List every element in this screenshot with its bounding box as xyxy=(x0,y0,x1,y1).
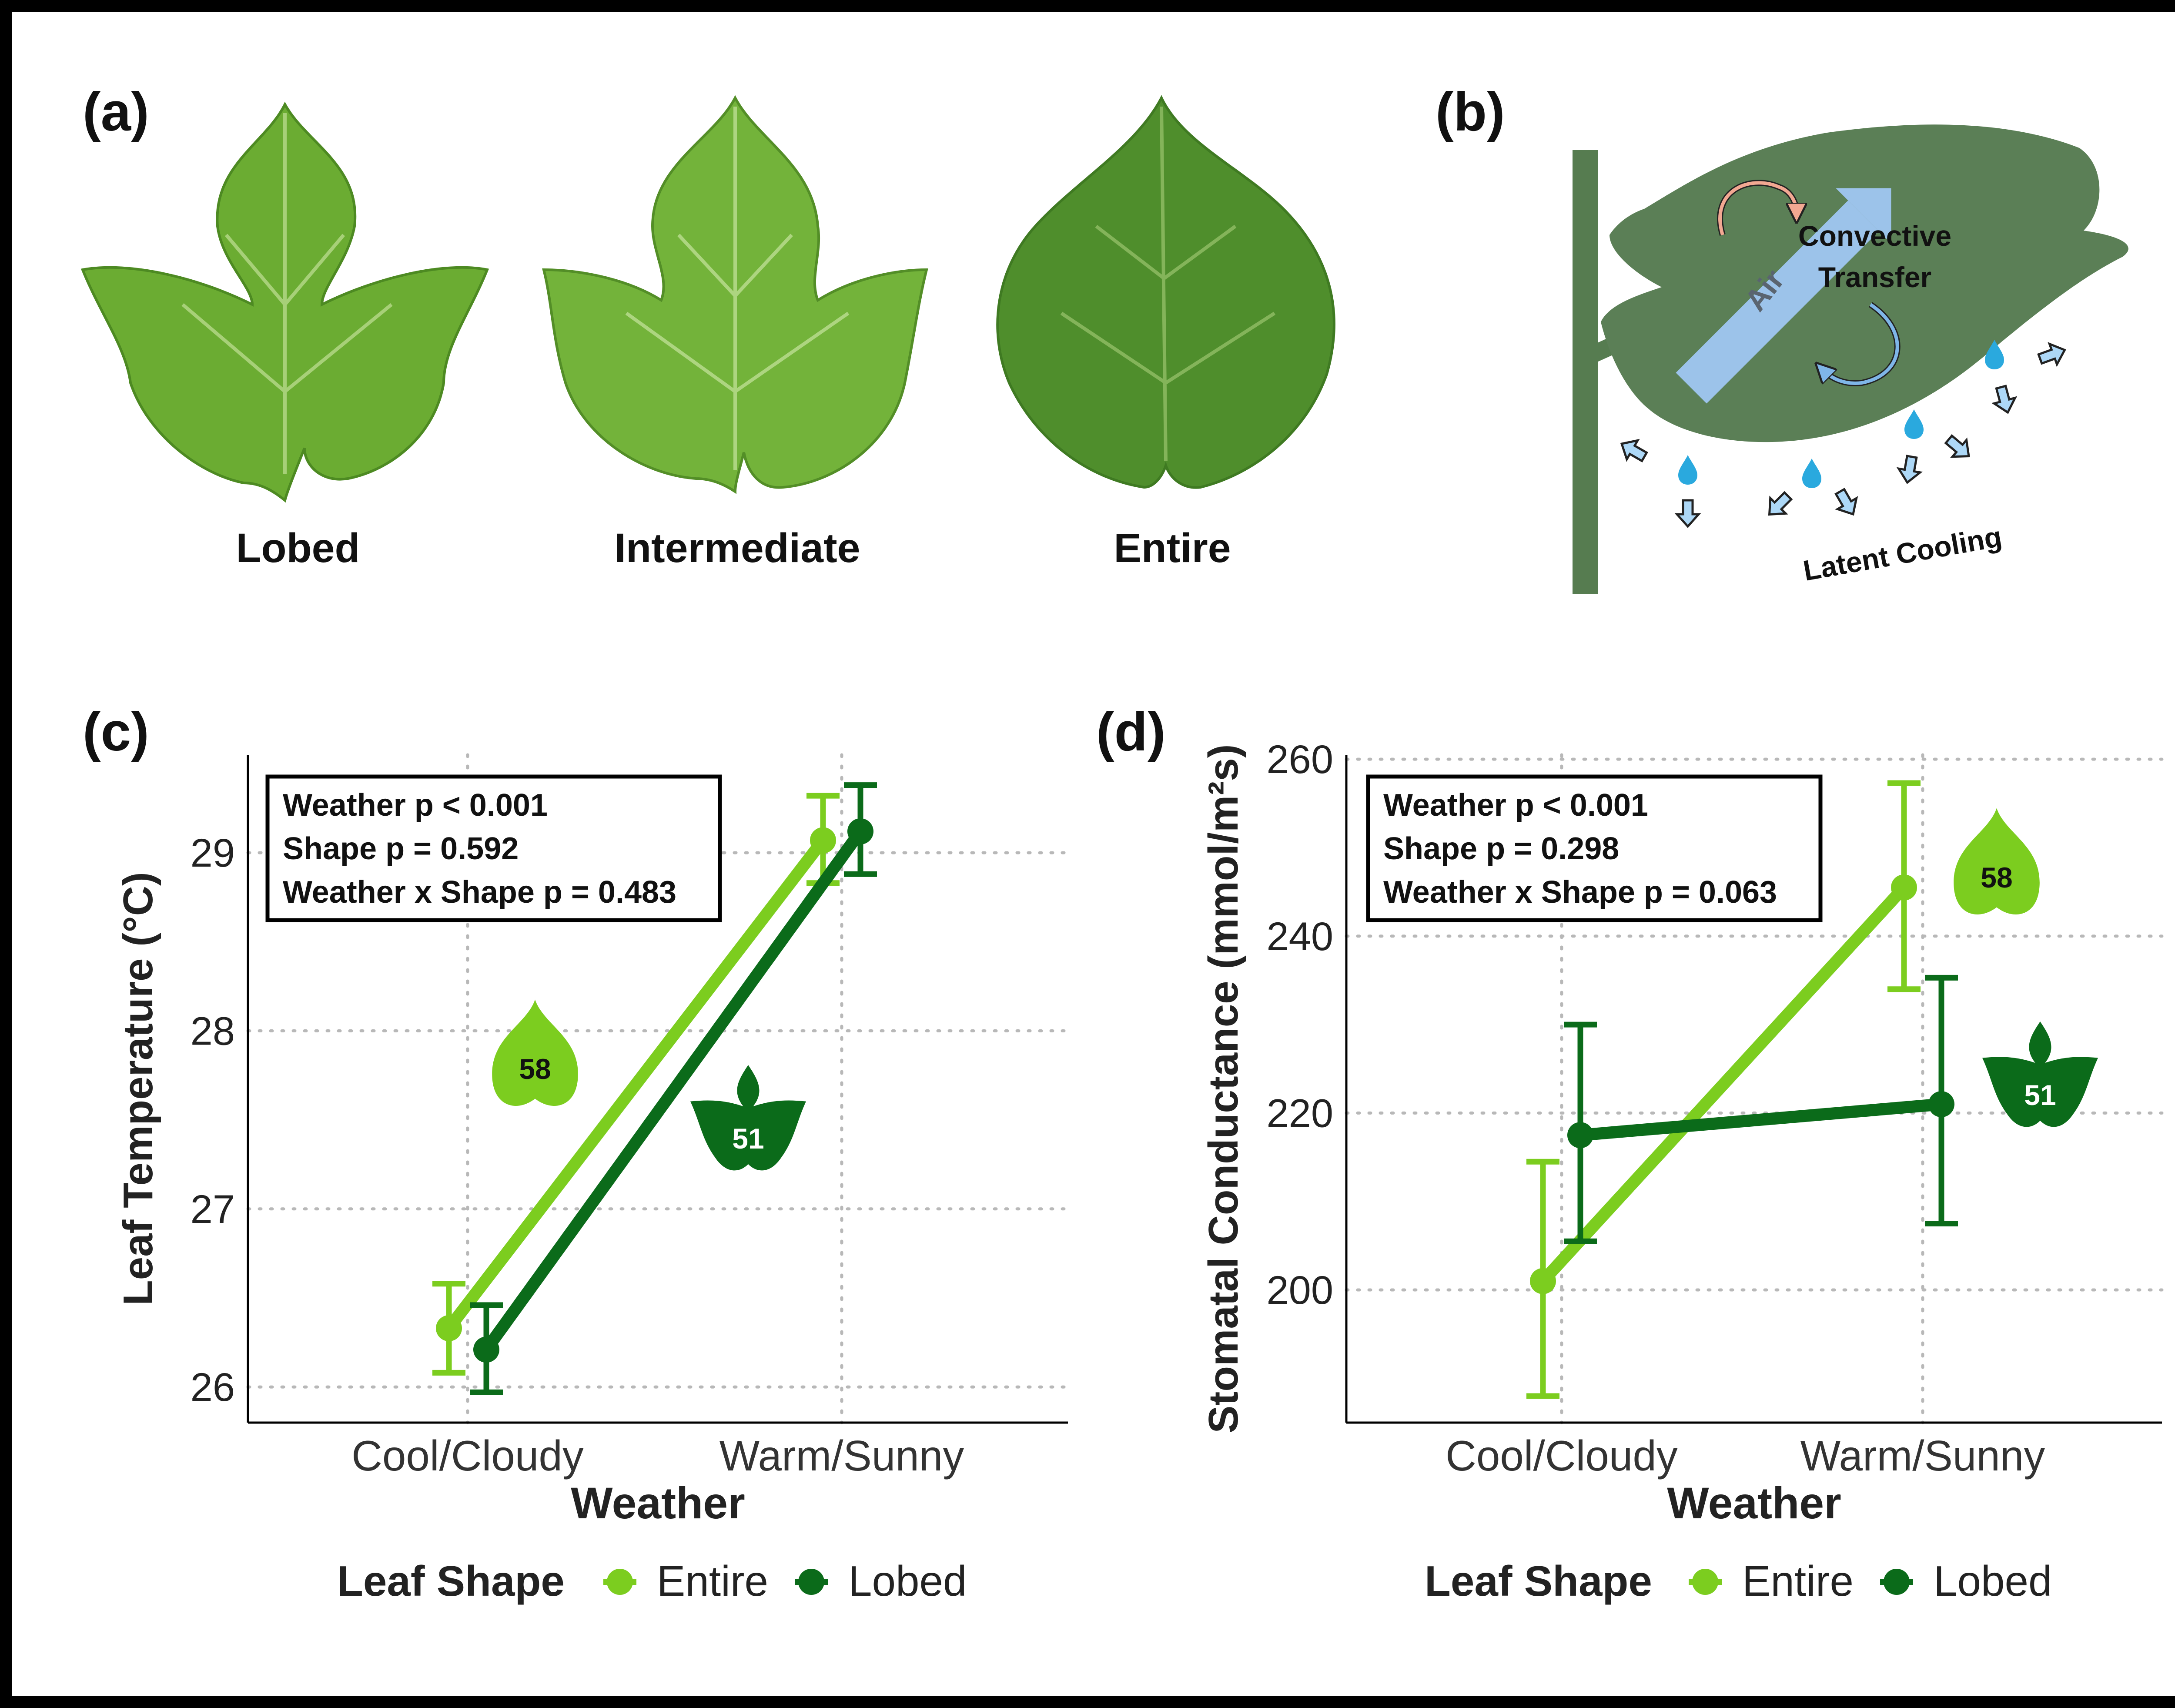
y-tick-label: 260 xyxy=(1267,737,1334,782)
y-tick-label: 27 xyxy=(191,1187,235,1232)
convective-label-line2: Transfer xyxy=(1818,261,1931,293)
panel-a: (a) Lobed Intermediate Entire xyxy=(80,82,1335,571)
y-tick-label: 200 xyxy=(1267,1268,1334,1313)
panel-a-label: (a) xyxy=(83,82,149,142)
y-axis-title: Stomatal Conductance (mmol/m²s) xyxy=(1200,744,1247,1433)
data-point-lobed xyxy=(847,818,873,845)
data-point-entire xyxy=(810,827,836,854)
stats-line: Weather x Shape p = 0.483 xyxy=(283,875,676,910)
legend-swatch-lobed xyxy=(1884,1569,1910,1595)
legend-label-entire: Entire xyxy=(657,1557,768,1605)
legend-label-lobed: Lobed xyxy=(1934,1557,2052,1605)
leaf-label-intermediate: Intermediate xyxy=(615,525,860,571)
panel-b-label: (b) xyxy=(1436,82,1505,142)
stem xyxy=(1573,150,1598,594)
y-axis-title: Leaf Temperature (°C) xyxy=(115,872,161,1306)
stats-line: Weather x Shape p = 0.063 xyxy=(1383,875,1777,910)
leaf-label-lobed: Lobed xyxy=(236,525,360,571)
x-tick-label: Cool/Cloudy xyxy=(351,1432,584,1480)
data-point-lobed xyxy=(1928,1091,1954,1118)
air-arrow xyxy=(1676,188,1891,404)
latent-cooling-arrows xyxy=(1620,342,2066,528)
stats-line: Shape p = 0.298 xyxy=(1383,831,1619,866)
series-line-lobed xyxy=(1574,1098,1947,1142)
series-line-entire xyxy=(443,834,829,1335)
panel-d-label: (d) xyxy=(1096,702,1166,762)
stats-box xyxy=(265,774,722,922)
legend-swatch-entire xyxy=(607,1569,633,1595)
legend-title: Leaf Shape xyxy=(337,1557,565,1605)
series-line-lobed xyxy=(480,825,867,1356)
y-tick-label: 29 xyxy=(191,831,235,875)
legend-label-entire: Entire xyxy=(1742,1557,1854,1605)
data-point-entire xyxy=(1530,1268,1556,1294)
stats-line: Shape p = 0.592 xyxy=(283,831,519,866)
x-tick-label: Cool/Cloudy xyxy=(1446,1432,1678,1480)
y-tick-label: 26 xyxy=(191,1365,235,1410)
stats-line: Weather p < 0.001 xyxy=(283,788,548,823)
intermediate-leaf-photo xyxy=(542,95,928,494)
convective-label-line1: Convective xyxy=(1798,220,1951,252)
data-point-lobed xyxy=(473,1336,499,1363)
x-axis-title: Weather xyxy=(1667,1478,1841,1528)
entire-count-label: 58 xyxy=(1981,861,2012,894)
entire-count-label: 58 xyxy=(519,1053,551,1085)
panel-c-label: (c) xyxy=(83,702,149,762)
legend-title: Leaf Shape xyxy=(1425,1557,1652,1605)
leaf-label-entire: Entire xyxy=(1114,525,1231,571)
x-axis-title: Weather xyxy=(571,1478,745,1528)
lobed-count-label: 51 xyxy=(732,1122,764,1155)
data-point-lobed xyxy=(1567,1122,1593,1149)
entire-leaf-photo xyxy=(996,95,1335,489)
lobed-count-label: 51 xyxy=(2024,1079,2056,1111)
data-point-entire xyxy=(436,1315,462,1342)
series-line-entire xyxy=(1537,881,1910,1287)
legend-swatch-lobed xyxy=(798,1569,824,1595)
y-tick-label: 220 xyxy=(1267,1091,1334,1135)
legend-label-lobed: Lobed xyxy=(848,1557,967,1605)
y-tick-label: 240 xyxy=(1267,914,1334,959)
x-tick-label: Warm/Sunny xyxy=(1800,1432,2045,1480)
x-tick-label: Warm/Sunny xyxy=(719,1432,964,1480)
legend-swatch-entire xyxy=(1692,1569,1718,1595)
stats-box xyxy=(1366,774,1823,922)
lobed-leaf-photo xyxy=(80,101,489,503)
stats-line: Weather p < 0.001 xyxy=(1383,788,1648,823)
y-tick-label: 28 xyxy=(191,1009,235,1053)
data-point-entire xyxy=(1891,874,1917,901)
